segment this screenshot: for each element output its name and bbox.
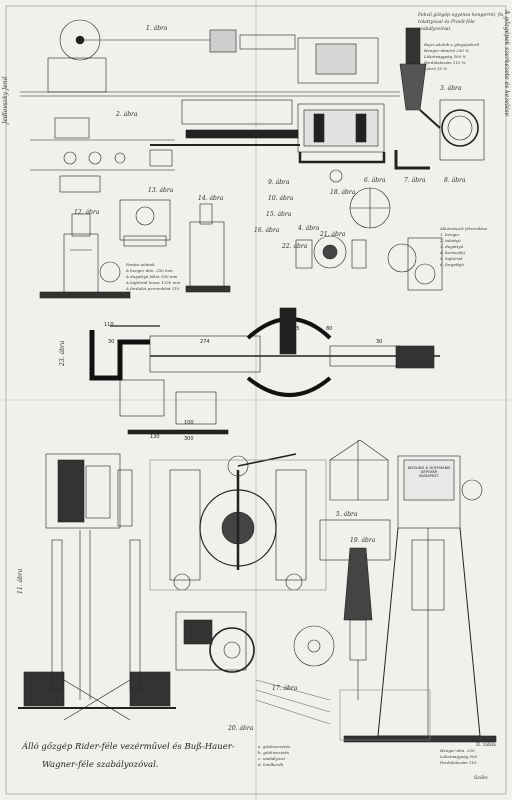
figure-5-triangle [319,439,391,561]
figure-label-3: 3. ábra [440,85,462,92]
figure-label-5: 5. ábra [336,511,358,518]
figure-11-vertical-engine-section [18,453,176,721]
figure-label-1: 1. ábra [146,25,168,32]
bottom-caption-line-1: Álló gőzgép Rider-féle vezérművel és Buß… [22,742,235,752]
figure-label-14: 14. ábra [198,195,224,202]
figure-label-8: 8. ábra [444,177,466,184]
plate-number: II. tábla [476,742,496,748]
figure-label-21: 21. ábra [320,231,346,238]
dimension-label: 274 [200,339,210,345]
dimension-label: 300 [184,436,194,442]
dimension-label: 145 [290,326,300,332]
figure-label-22: 22. ábra [282,243,308,250]
badge-line: GÉPGYÁR [420,470,438,474]
figure-label-19: 19. ábra [350,537,376,544]
figure-label-23: 23. ábra [59,340,66,366]
top-right-specs: Rajzi adatok a gőzgépekről Henger átmérő… [424,42,480,71]
bottom-caption-line-2: Wagner-féle szabályozóval. [42,760,159,770]
dimension-label: 110 [104,322,114,328]
figure-14-boiler [39,213,131,299]
left-legend: Fontos adatok A henger átm. 250 mm A dug… [126,262,181,291]
top-right-title: Fekvő gőzgép egyenes hengerrel, fix tola… [418,13,504,32]
dimension-label: 30 [376,339,383,345]
dimension-label: 80 [326,326,333,332]
bottom-notes: a. gőzbevezetés b. gőzkivezetés c. szabá… [258,744,291,767]
figure-label-18: 18. ábra [330,189,356,196]
figure-13-pump [119,199,171,247]
figure-7-valve-gear [30,117,175,193]
figure-label-12: 12. ábra [74,209,100,216]
figure-17-fan-lines [255,679,431,741]
figure-label-9: 9. ábra [268,179,290,186]
figure-label-11: 11. ábra [17,568,24,594]
figure-13-eccentric [175,611,255,673]
figure-19-valve-vertical [343,547,373,700]
figure-8-cylinder-longitudinal-section [89,307,440,435]
figure-9-vertical-engine-frame [343,455,497,743]
figure-label-6: 6. ábra [364,177,386,184]
bottom-specs: Henger átm. 250 Löketnagyság 500 Fordula… [440,748,478,765]
signature: Szőts [474,775,488,781]
figure-21-valve [295,235,367,269]
figure-16-boiler-small [185,203,231,293]
figure-3-governor-valve [394,27,485,170]
side-title-right: A gőzgépek szerkezete és kezelése [503,10,510,117]
figure-23-pump-section [387,237,443,291]
nameplate-badge: KISSLING & HOFFMANN GÉPGYÁR BUDAPEST [404,466,454,478]
figure-label-20: 20. ábra [228,725,254,732]
figure-12-flywheel-governor [149,453,327,591]
dimension-label: 100 [184,420,194,426]
figure-2-cylinder-section [150,99,386,183]
dimension-label: 130 [150,434,160,440]
figure-label-4: 4. ábra [298,225,320,232]
figure-label-13: 13. ábra [148,187,174,194]
right-legend: Alkatrészek felsorolása 1. henger 2. tol… [440,226,488,267]
badge-line: BUDAPEST [419,474,439,478]
badge-line: KISSLING & HOFFMANN [407,466,451,470]
figure-label-16: 16. ábra [254,227,280,234]
figure-label-7: 7. ábra [404,177,426,184]
figure-20-disc [293,625,335,667]
dimension-label: 30 [108,339,115,345]
figure-22-circle [349,187,391,229]
figure-label-15: 15. ábra [266,211,292,218]
figure-label-10: 10. ábra [268,195,294,202]
figure-label-2: 2. ábra [116,111,138,118]
figure-1-horizontal-engine [20,19,400,97]
side-title-left: Jedlovszky Jenő [2,76,9,124]
figure-label-17: 17. ábra [272,685,298,692]
